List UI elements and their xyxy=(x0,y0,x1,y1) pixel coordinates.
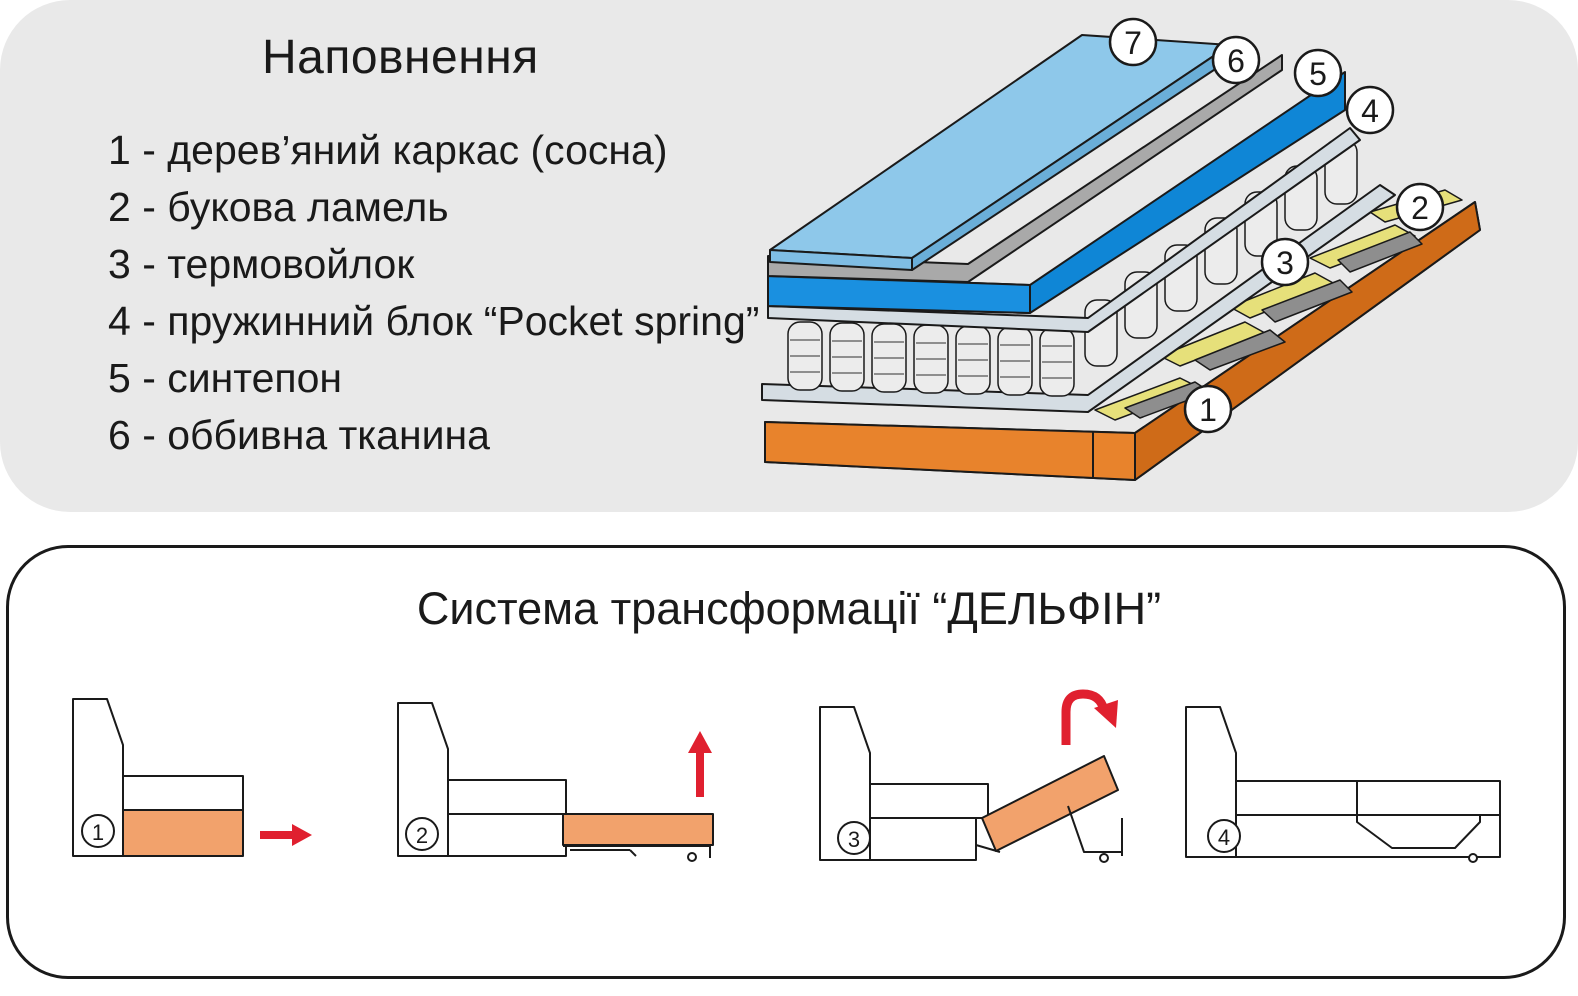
svg-text:2: 2 xyxy=(416,823,428,848)
callout-1: 1 xyxy=(1183,384,1233,434)
mattress-layers-diagram xyxy=(761,34,1481,481)
transformation-step-2: 2 xyxy=(397,702,714,862)
transformation-step-1: 1 xyxy=(72,698,312,857)
layer-springs xyxy=(787,139,1358,397)
transformation-panel xyxy=(6,545,1566,979)
callout-4: 4 xyxy=(1345,85,1395,135)
legend-item-felt: 3 - термовойлок xyxy=(108,241,415,287)
callout-7: 7 xyxy=(1108,17,1158,67)
layer-padding xyxy=(767,71,1346,314)
legend-item-padding: 5 - синтепон xyxy=(108,355,343,401)
svg-text:6: 6 xyxy=(1227,43,1245,79)
callout-markers: 1 2 3 4 5 6 7 xyxy=(1108,17,1445,434)
legend-item-frame: 1 - дерев’яний каркас (сосна) xyxy=(108,127,668,173)
callout-3: 3 xyxy=(1260,237,1310,287)
filling-title: Наповнення xyxy=(262,31,539,84)
flip-arrow-head-icon xyxy=(1094,700,1118,728)
svg-text:1: 1 xyxy=(92,820,104,845)
callout-6: 6 xyxy=(1211,35,1261,85)
svg-text:2: 2 xyxy=(1411,190,1429,226)
layer-felt-lower xyxy=(761,184,1396,413)
svg-text:4: 4 xyxy=(1361,93,1379,129)
callout-2: 2 xyxy=(1395,182,1445,232)
arrow-up-icon xyxy=(688,731,712,797)
transformation-step-4: 4 xyxy=(1185,706,1501,863)
svg-text:7: 7 xyxy=(1124,25,1142,61)
legend-item-fabric: 6 - оббивна тканина xyxy=(108,412,490,458)
transformation-title: Система трансформації “ДЕЛЬФІН” xyxy=(416,583,1162,634)
flip-arrow-icon xyxy=(1061,689,1109,745)
transformation-step-3: 3 xyxy=(819,689,1123,863)
svg-text:4: 4 xyxy=(1218,825,1230,850)
spring-coils xyxy=(790,339,1072,379)
filling-legend: 1 - дерев’яний каркас (сосна) 2 - букова… xyxy=(108,122,759,464)
callout-5: 5 xyxy=(1293,48,1343,98)
legend-item-slat: 2 - букова ламель xyxy=(108,184,449,230)
svg-text:3: 3 xyxy=(1276,245,1294,281)
layer-felt-upper xyxy=(767,127,1361,333)
layer-top xyxy=(769,34,1233,271)
legend-item-spring-block: 4 - пружинний блок “Pocket spring” xyxy=(108,298,760,344)
arrow-right-icon xyxy=(260,824,312,846)
svg-text:1: 1 xyxy=(1199,392,1217,428)
svg-text:3: 3 xyxy=(848,827,860,852)
svg-text:5: 5 xyxy=(1309,56,1327,92)
